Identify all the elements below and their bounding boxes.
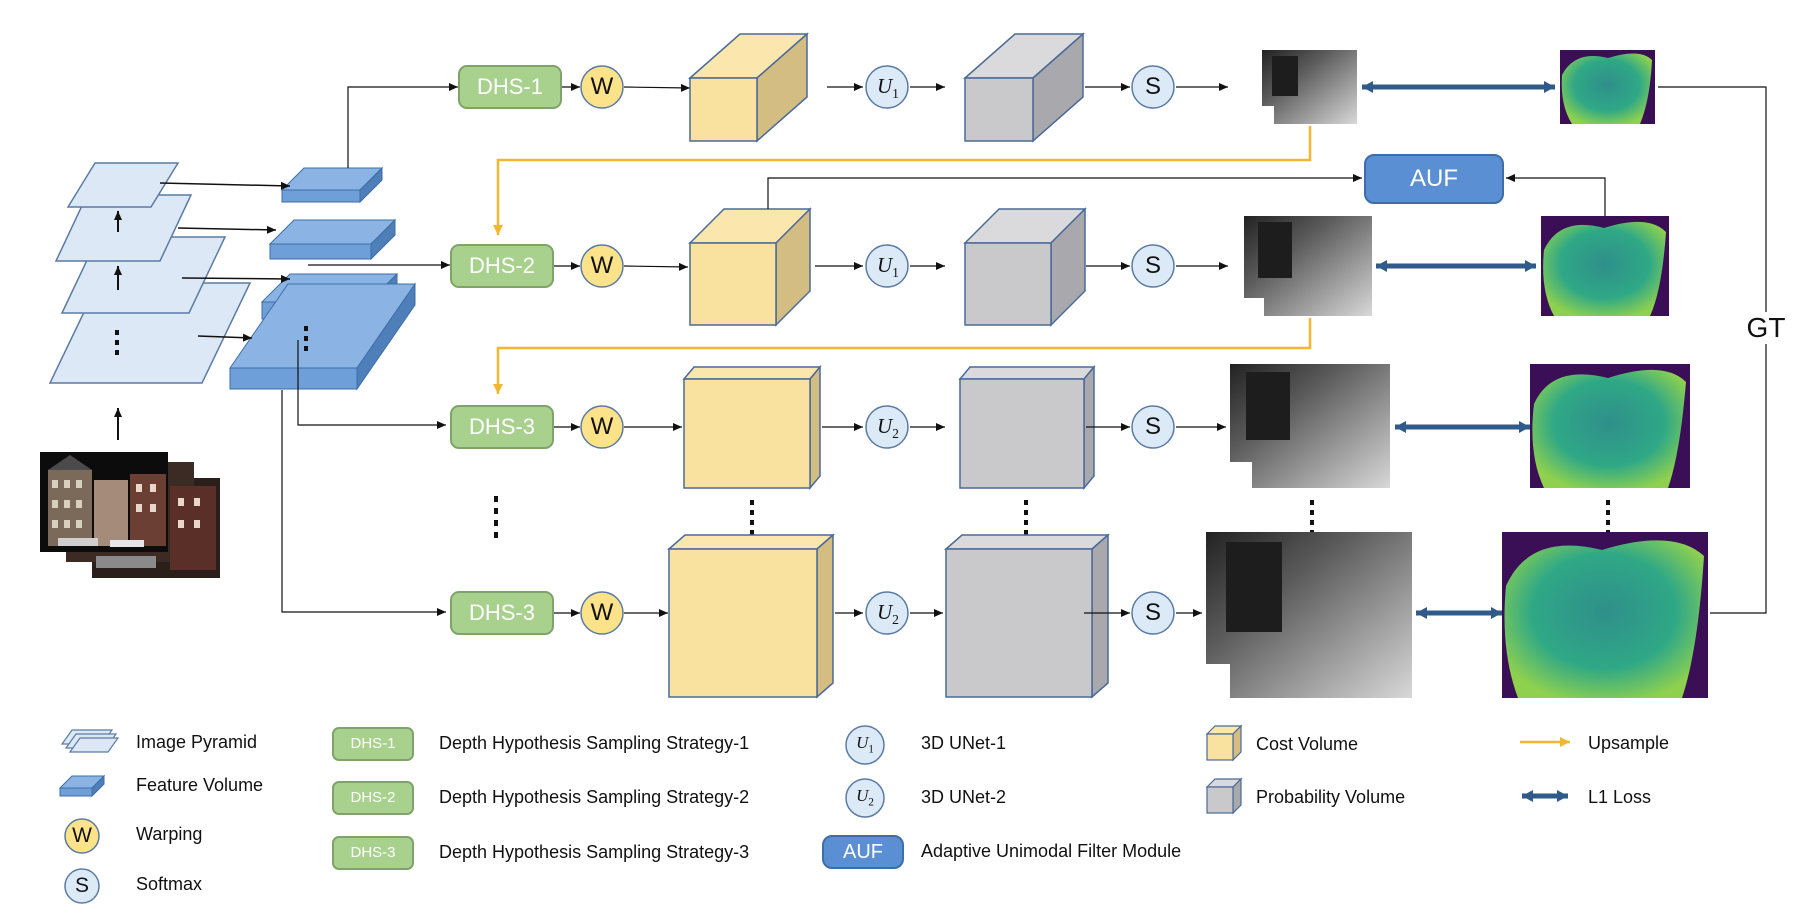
dhs-box-row-2: DHS-2 xyxy=(450,244,554,288)
gt-connector xyxy=(1658,86,1767,614)
warp-symbol-row-2: W xyxy=(590,252,614,279)
dhs-box-row-1: DHS-1 xyxy=(458,65,562,109)
legend-dhs3-text: Depth Hypothesis Sampling Strategy-3 xyxy=(439,842,750,862)
unet-symbol-row-1: U1 xyxy=(877,74,899,102)
dhs-box-row-4: DHS-3 xyxy=(450,591,554,635)
upsample-arrow-1 xyxy=(493,126,1312,235)
legend-auf-text: Adaptive Unimodal Filter Module xyxy=(921,841,1182,861)
softmax-symbol-row-4: S xyxy=(1144,599,1161,626)
row-3 xyxy=(552,364,1690,491)
legend-unet1-text: 3D UNet-1 xyxy=(921,733,1007,753)
input-images xyxy=(40,452,220,578)
unet-symbol-row-4: U2 xyxy=(877,600,899,628)
legend-probability-volume: Probability Volume xyxy=(1256,787,1406,807)
unet-symbol-row-2: U1 xyxy=(877,253,899,281)
softmax-symbol-row-2: S xyxy=(1144,252,1161,279)
gt-label: GT xyxy=(1742,312,1790,344)
legend-dhs2-text: Depth Hypothesis Sampling Strategy-2 xyxy=(439,787,750,807)
legend-dhs2-tag: DHS-2 xyxy=(332,781,414,815)
repeat-dots xyxy=(494,496,1610,538)
pyramid-to-feature-arrows xyxy=(159,181,291,342)
unet-symbol-row-3: U2 xyxy=(877,414,899,442)
upsample-arrow-2 xyxy=(493,318,1312,394)
legend-unet2-icon-text: U2 xyxy=(856,786,874,809)
row-4 xyxy=(552,532,1708,699)
legend-warping: Warping xyxy=(136,824,203,844)
warp-symbol-row-4: W xyxy=(590,599,614,626)
softmax-symbol-row-1: S xyxy=(1144,73,1161,100)
row-2 xyxy=(552,174,1669,327)
image-pyramid xyxy=(48,162,252,440)
legend-l1-loss: L1 Loss xyxy=(1588,787,1652,807)
legend-softmax: Softmax xyxy=(136,874,203,894)
legend-unet2-text: 3D UNet-2 xyxy=(921,787,1007,807)
legend-cost-volume: Cost Volume xyxy=(1256,734,1359,754)
legend-shapes xyxy=(58,724,1570,904)
legend-unet1-icon-text: U1 xyxy=(856,733,874,756)
warp-symbol-row-1: W xyxy=(590,73,614,100)
legend-upsample: Upsample xyxy=(1588,733,1670,753)
legend-image-pyramid: Image Pyramid xyxy=(136,732,258,752)
legend-dhs1-tag: DHS-1 xyxy=(332,727,414,761)
auf-box: AUF xyxy=(1364,154,1504,204)
legend-warping-icon-text: W xyxy=(72,824,92,847)
feature-volumes xyxy=(229,166,416,391)
dhs-box-row-3: DHS-3 xyxy=(450,405,554,449)
legend-dhs3-tag: DHS-3 xyxy=(332,836,414,870)
legend-dhs1-text: Depth Hypothesis Sampling Strategy-1 xyxy=(439,733,750,753)
legend-feature-volume: Feature Volume xyxy=(136,775,264,795)
softmax-symbol-row-3: S xyxy=(1144,413,1161,440)
legend-auf-tag: AUF xyxy=(822,835,904,869)
row-1 xyxy=(562,32,1655,143)
feature-to-dhs-lines xyxy=(281,83,458,616)
warp-symbol-row-3: W xyxy=(590,413,614,440)
legend-softmax-icon-text: S xyxy=(74,874,89,897)
